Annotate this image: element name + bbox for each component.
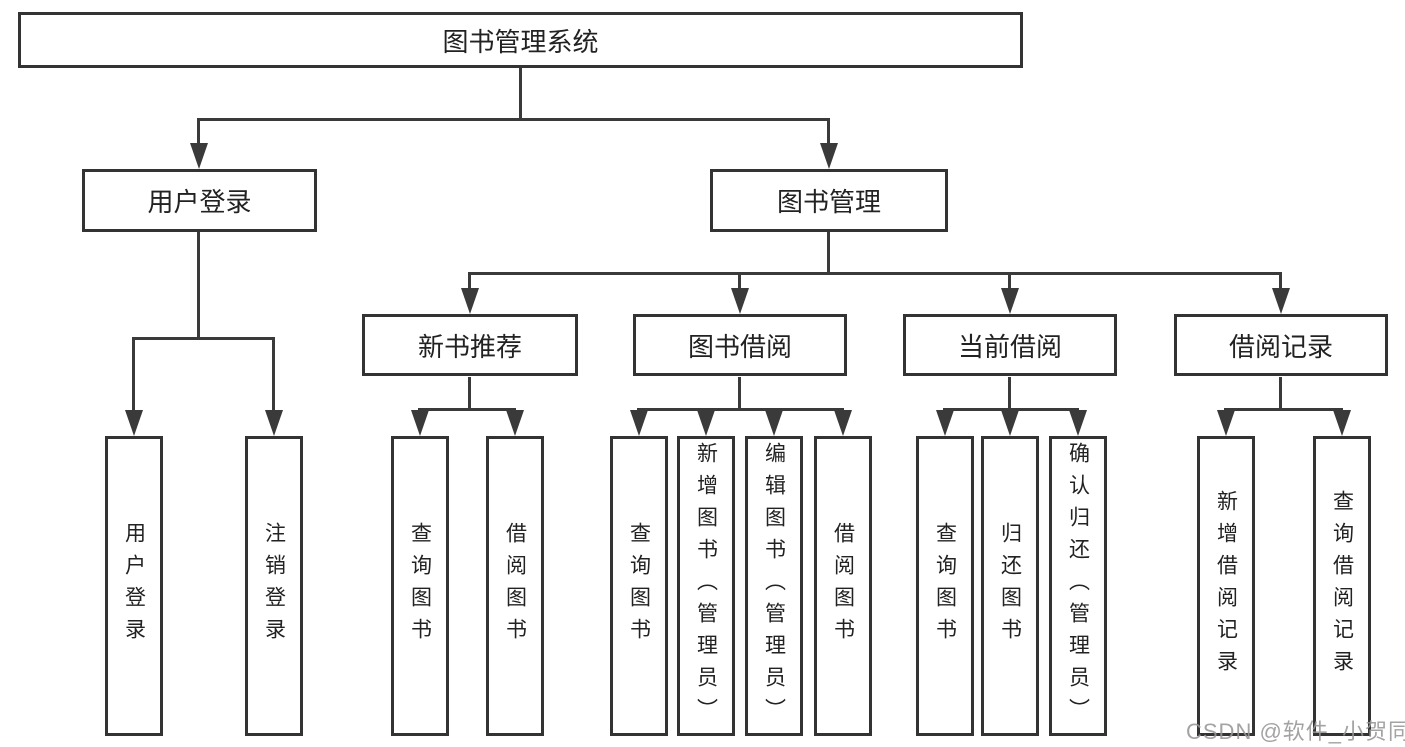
- leaf-label: 查询图书: [408, 522, 432, 650]
- leaf-borrow-books-borrowing: 借阅图书: [814, 436, 872, 736]
- node-label: 图书借阅: [687, 331, 792, 362]
- csdn-watermark: CSDN @软件_小贺同学: [1186, 719, 1405, 744]
- leaf-borrow-books-recommend: 借阅图书: [486, 436, 544, 736]
- leaf-confirm-return-admin: 确认归还（管理员）: [1049, 436, 1107, 736]
- arrow-to-leaf-query-books-borrowing: [630, 410, 648, 436]
- node-book-borrowing: 图书借阅: [633, 314, 847, 376]
- leaf-query-books-current: 查询图书: [916, 436, 974, 736]
- connector-book-management-drop: [827, 118, 830, 145]
- leaf-query-borrow-record: 查询借阅记录: [1313, 436, 1371, 736]
- connector-book-borrowing-stub: [738, 377, 741, 411]
- leaf-label: 借阅图书: [503, 522, 527, 650]
- connector-leaf-drop: [132, 337, 135, 412]
- leaf-label: 查询借阅记录: [1330, 490, 1354, 682]
- leaf-label: 新增借阅记录: [1214, 490, 1238, 682]
- connector-user-login-stub: [197, 232, 200, 340]
- connector-level2-rail: [197, 118, 830, 121]
- node-current-borrowing: 当前借阅: [903, 314, 1117, 376]
- connector-new-book-recommend-stub: [468, 377, 471, 411]
- leaf-edit-book-admin: 编辑图书（管理员）: [745, 436, 803, 736]
- arrow-to-book-borrowing: [731, 288, 749, 314]
- leaf-add-book-admin: 新增图书（管理员）: [677, 436, 735, 736]
- connector-level3-drop: [1008, 272, 1011, 290]
- leaf-add-borrow-record: 新增借阅记录: [1197, 436, 1255, 736]
- leaf-user-login: 用户登录: [105, 436, 163, 736]
- connector-level3-drop: [1279, 272, 1282, 290]
- node-label: 当前借阅: [957, 331, 1062, 362]
- arrow-to-leaf-confirm-return-admin: [1069, 410, 1087, 436]
- leaf-logout: 注销登录: [245, 436, 303, 736]
- connector-user-login-rail: [132, 337, 275, 340]
- connector-level3-rail: [468, 272, 1282, 275]
- arrow-to-leaf-user-login: [125, 410, 143, 436]
- arrow-to-leaf-logout: [265, 410, 283, 436]
- connector-borrowing-records-stub: [1279, 377, 1282, 411]
- arrow-to-leaf-borrow-books-recommend: [506, 410, 524, 436]
- node-user-login: 用户登录: [82, 169, 317, 232]
- connector-level3-drop: [468, 272, 471, 290]
- arrow-to-new-book-recommend: [461, 288, 479, 314]
- leaf-query-books-borrowing: 查询图书: [610, 436, 668, 736]
- arrow-to-leaf-edit-book-admin: [765, 410, 783, 436]
- arrow-to-current-borrowing: [1001, 288, 1019, 314]
- arrow-to-leaf-query-books-current: [936, 410, 954, 436]
- connector-borrowing-rail: [637, 408, 844, 411]
- connector-current-borrowing-stub: [1008, 377, 1011, 411]
- leaf-label: 注销登录: [262, 522, 286, 650]
- leaf-label: 用户登录: [122, 522, 146, 650]
- node-label: 新书推荐: [417, 331, 522, 362]
- arrow-to-leaf-query-borrow-record: [1333, 410, 1351, 436]
- leaf-label: 新增图书（管理员）: [694, 442, 718, 730]
- node-borrowing-records: 借阅记录: [1174, 314, 1388, 376]
- arrow-to-borrowing-records: [1272, 288, 1290, 314]
- connector-book-management-stub: [827, 232, 830, 275]
- connector-records-rail: [1224, 408, 1343, 411]
- leaf-label: 借阅图书: [831, 522, 855, 650]
- arrow-to-user-login: [190, 143, 208, 169]
- connector-user-login-drop: [197, 118, 200, 145]
- arrow-to-leaf-return-books: [1001, 410, 1019, 436]
- node-new-book-recommend: 新书推荐: [362, 314, 578, 376]
- leaf-label: 归还图书: [998, 522, 1022, 650]
- leaf-label: 编辑图书（管理员）: [762, 442, 786, 730]
- leaf-label: 确认归还（管理员）: [1066, 442, 1090, 730]
- arrow-to-leaf-add-borrow-record: [1217, 410, 1235, 436]
- connector-root-stub: [519, 68, 522, 118]
- arrow-to-leaf-add-book-admin: [697, 410, 715, 436]
- connector-current-rail: [943, 408, 1079, 411]
- arrow-to-leaf-query-books-recommend: [411, 410, 429, 436]
- leaf-query-books-recommend: 查询图书: [391, 436, 449, 736]
- node-library-management-system: 图书管理系统: [18, 12, 1023, 68]
- leaf-return-books: 归还图书: [981, 436, 1039, 736]
- arrow-to-leaf-borrow-books-borrowing: [834, 410, 852, 436]
- connector-level3-drop: [738, 272, 741, 290]
- connector-leaf-drop: [272, 337, 275, 412]
- leaf-label: 查询图书: [933, 522, 957, 650]
- node-label: 借阅记录: [1228, 331, 1333, 362]
- leaf-label: 查询图书: [627, 522, 651, 650]
- node-label: 图书管理: [776, 187, 881, 217]
- node-label: 用户登录: [147, 187, 252, 217]
- node-book-management: 图书管理: [710, 169, 948, 232]
- arrow-to-book-management: [820, 143, 838, 169]
- connector-recommend-rail: [418, 408, 516, 411]
- node-label: 图书管理系统: [442, 26, 599, 57]
